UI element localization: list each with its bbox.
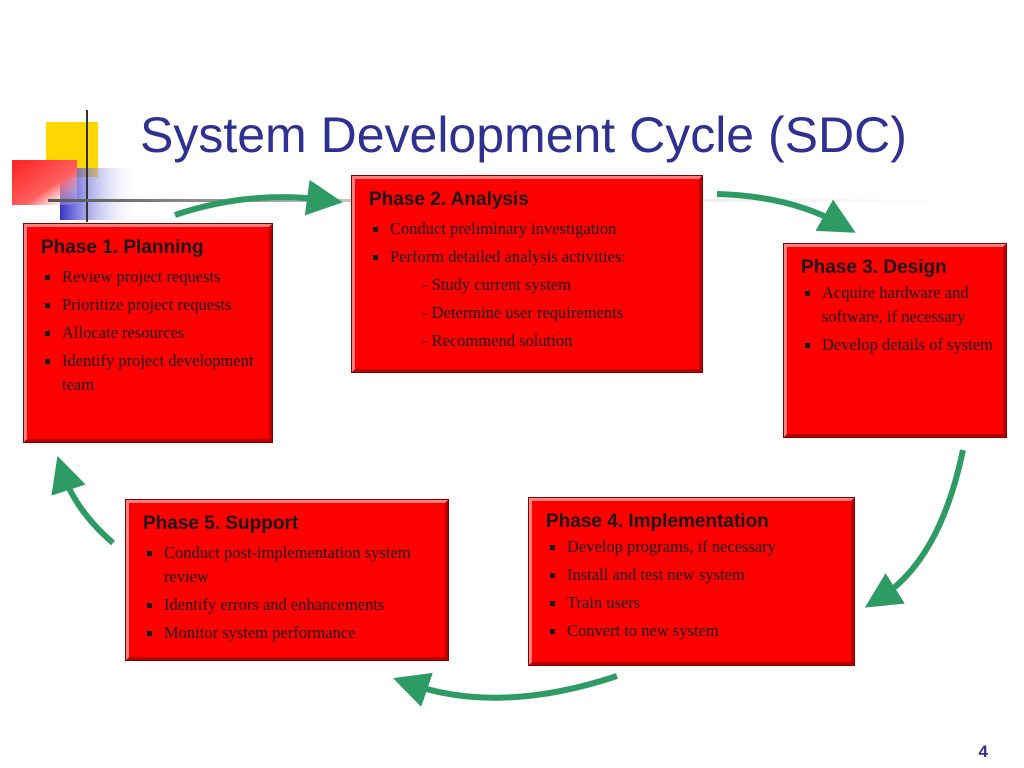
list-item: Conduct preliminary investigation — [369, 217, 691, 241]
phase-title: Phase 3. Design — [801, 257, 947, 278]
sub-list-item: - Study current system — [422, 275, 571, 294]
sub-list-item: - Recommend solution — [422, 331, 573, 350]
corner-decoration — [12, 110, 140, 222]
slide-number: 4 — [978, 742, 988, 761]
phase-title: Phase 1. Planning — [41, 237, 204, 258]
list-item: Prioritize project requests — [41, 293, 261, 317]
phase-2-analysis-box: Phase 2. Analysis Conduct preliminary in… — [351, 175, 703, 373]
slide-title: System Development Cycle (SDC) — [140, 107, 907, 163]
list-item: Conduct post-implementation system revie… — [143, 541, 437, 589]
list-item: Monitor system performance — [143, 621, 437, 645]
phase-items: Acquire hardware and software, if necess… — [801, 281, 995, 357]
arrow-implementation-to-support — [392, 672, 618, 707]
phase-4-implementation-box: Phase 4. Implementation Develop programs… — [528, 497, 855, 666]
list-item: Develop programs, if necessary — [546, 535, 843, 559]
phase-5-support-box: Phase 5. Support Conduct post-implementa… — [125, 499, 449, 661]
phase-1-planning-box: Phase 1. Planning Review project request… — [23, 223, 273, 443]
list-item: Acquire hardware and software, if necess… — [801, 281, 995, 329]
arrow-support-to-planning — [51, 455, 115, 546]
list-item: Identify project development team — [41, 349, 261, 397]
phase-title: Phase 2. Analysis — [369, 189, 529, 210]
list-item: Allocate resources — [41, 321, 261, 345]
list-item: Identify errors and enhancements — [143, 593, 437, 617]
list-item: Install and test new system — [546, 563, 843, 587]
list-item: Convert to new system — [546, 619, 843, 643]
phase-items: Conduct post-implementation system revie… — [143, 541, 437, 645]
list-item: Develop details of system — [801, 333, 995, 357]
arrow-design-to-implementation — [864, 449, 966, 608]
sub-list-item: - Determine user requirements — [422, 303, 624, 322]
list-item: Review project requests — [41, 265, 261, 289]
phase-title: Phase 5. Support — [143, 513, 299, 534]
phase-title: Phase 4. Implementation — [546, 511, 769, 532]
phase-items: Review project requests Prioritize proje… — [41, 265, 261, 397]
list-item: Train users — [546, 591, 843, 615]
phase-items: Conduct preliminary investigation Perfor… — [369, 217, 691, 353]
phase-3-design-box: Phase 3. Design Acquire hardware and sof… — [783, 243, 1007, 438]
list-item: Perform detailed analysis activities: — [369, 245, 691, 269]
phase-items: Develop programs, if necessary Install a… — [546, 535, 843, 643]
red-square — [12, 160, 77, 205]
